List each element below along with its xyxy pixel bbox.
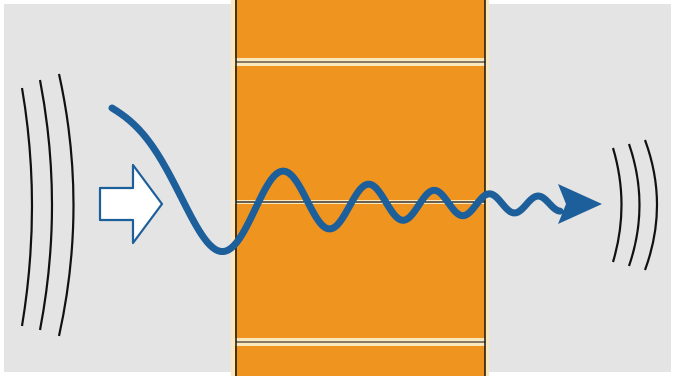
wall-block-top [233, 0, 487, 60]
wall-block-bottom [233, 344, 487, 376]
wall-block-lower [233, 202, 487, 340]
